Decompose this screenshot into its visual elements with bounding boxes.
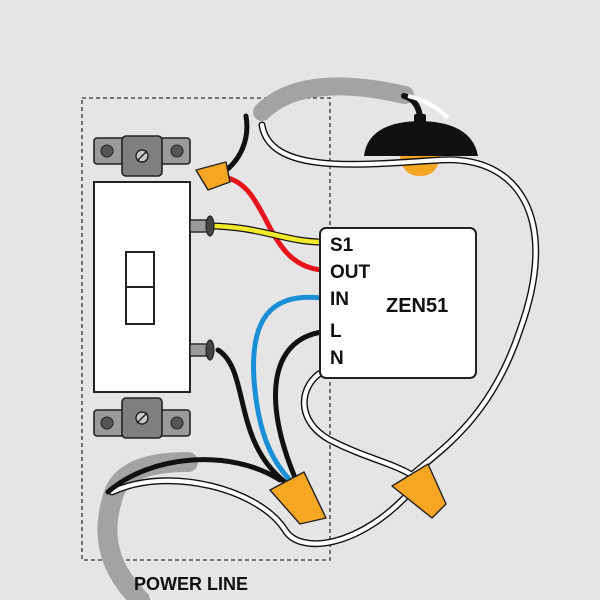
terminal-label-n: N [330,348,344,369]
blue-wire-in [251,294,325,485]
power-line-label: POWER LINE [134,574,248,594]
switch-terminal-bottom [189,339,215,361]
light-fixture-icon [364,93,478,176]
module-name: ZEN51 [386,295,448,317]
terminal-label-in: IN [330,289,349,310]
terminal-label-s1: S1 [330,235,354,256]
hot-wires [105,113,325,495]
yellow-wire-s1-core [205,223,325,245]
terminal-label-l: L [330,321,342,342]
hot-wire-power-to-nut [105,457,283,495]
hot-wire-switch-to-nut [215,347,288,485]
wire-nut-right [391,463,447,519]
neutral-wire-power-to-nut [108,477,416,548]
wall-switch [93,135,215,439]
red-wire-out [225,175,325,273]
wire-nut-center [269,471,327,525]
wire-nut-top [195,161,231,191]
light-cable [253,77,414,121]
hot-wire-light [221,113,250,175]
zen51-module: S1 OUT IN L N ZEN51 [319,227,477,379]
neutral-wire-module-to-nut [300,368,416,479]
terminal-label-out: OUT [330,262,371,283]
hot-wire-l-to-nut [272,329,325,483]
switch-terminal-top [189,215,215,237]
